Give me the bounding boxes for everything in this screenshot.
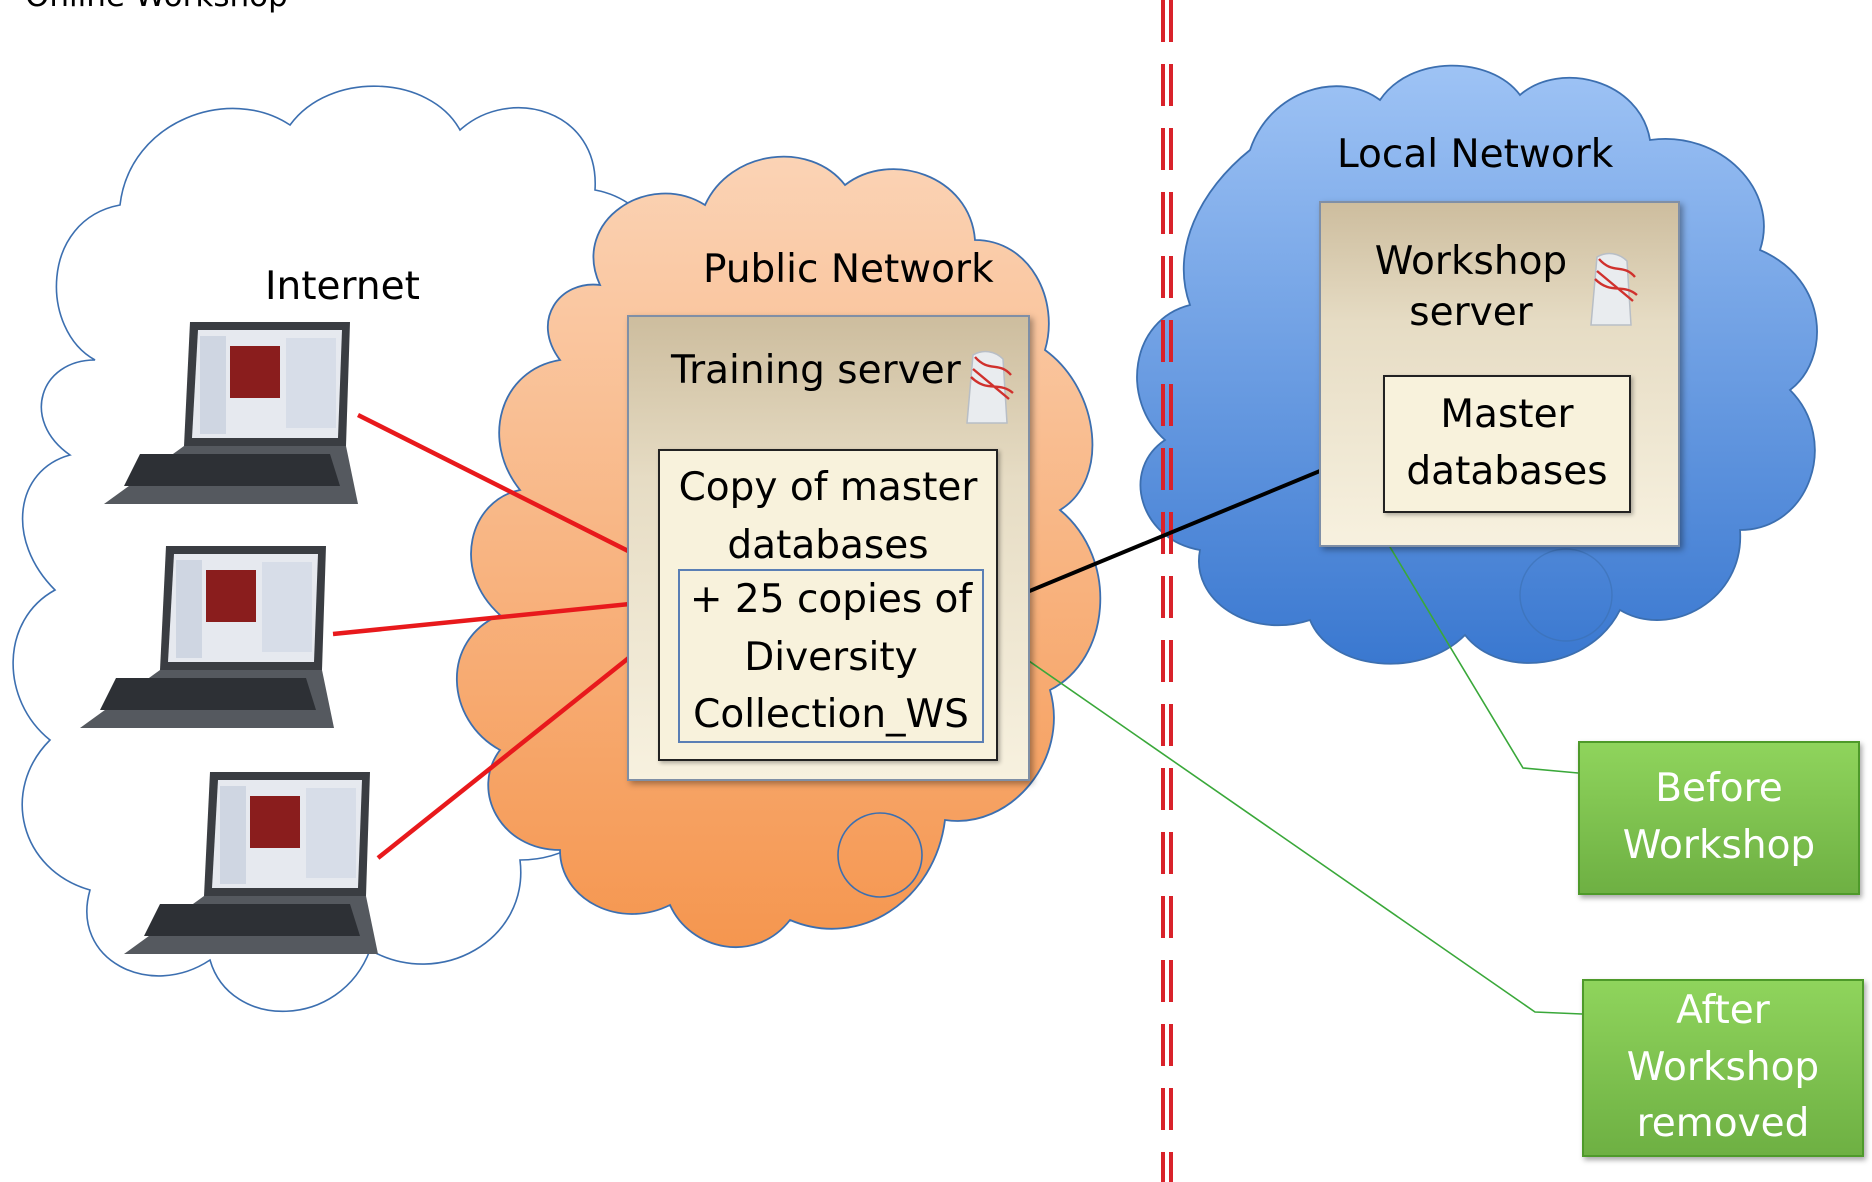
copy-master-databases-box: Copy of master databases + 25 copies of …	[658, 449, 998, 761]
master-databases-label: Master databases	[1406, 392, 1608, 494]
master-databases-box: Master databases	[1383, 375, 1631, 513]
workshop-server-title: Workshop server	[1374, 239, 1568, 335]
diversity-collection-copies-label: + 25 copies of Diversity Collection_WS	[689, 577, 973, 738]
diversity-collection-copies-box: + 25 copies of Diversity Collection_WS	[678, 569, 984, 743]
client-link-1	[356, 412, 662, 570]
copy-master-databases-label: Copy of master databases	[678, 465, 978, 568]
laptop-icon	[104, 322, 358, 504]
public-cloud-bubble	[837, 812, 923, 898]
before-workshop-label: Before Workshop	[1622, 766, 1816, 868]
after-callout-line	[989, 633, 1583, 1015]
laptop-icon	[124, 772, 378, 954]
local-network-label: Local Network	[1337, 132, 1614, 177]
network-divider	[1161, 0, 1173, 1182]
workshop-server-box: Workshop server Master databases	[1319, 201, 1680, 547]
before-workshop-box: Before Workshop	[1578, 741, 1860, 895]
client-link-3	[376, 631, 662, 860]
after-workshop-label: After Workshop removed	[1626, 988, 1820, 1147]
client-link-2	[332, 598, 661, 637]
internet-label: Internet	[265, 264, 420, 309]
laptop-icon	[80, 546, 334, 728]
after-workshop-box: After Workshop removed	[1582, 979, 1864, 1157]
sql-server-icon	[966, 350, 1014, 424]
training-server-title: Training server	[671, 348, 961, 393]
training-server-box: Training server Copy of master databases…	[627, 315, 1030, 781]
page-title: Online Workshop	[25, 0, 288, 15]
before-callout-line	[1339, 463, 1579, 774]
sync-arrow	[1000, 445, 1379, 605]
local-cloud-bubble	[1519, 548, 1613, 642]
public-network-label: Public Network	[703, 247, 994, 292]
sql-server-icon	[1590, 252, 1638, 326]
